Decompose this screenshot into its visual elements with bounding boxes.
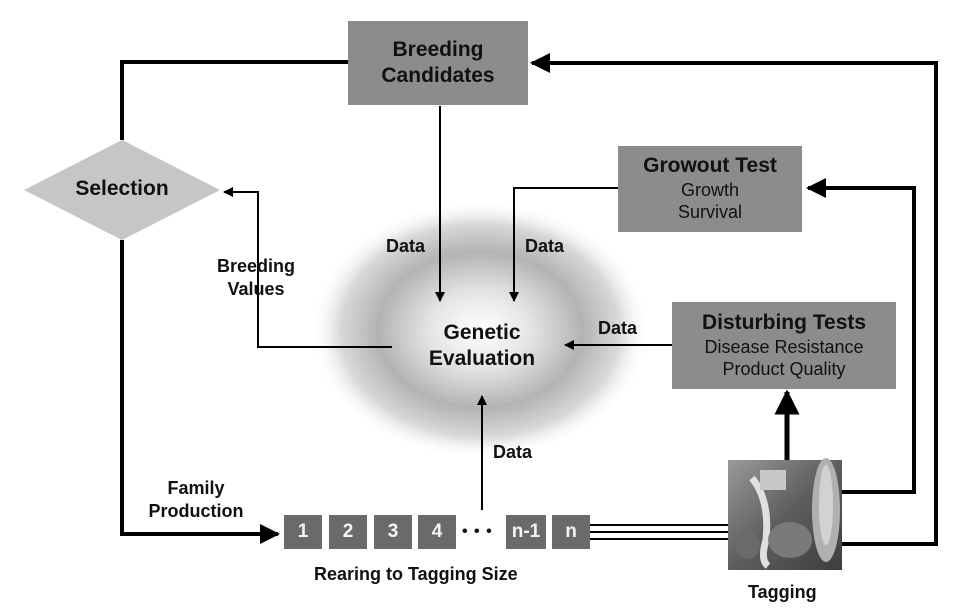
data-label-rearing: Data	[493, 442, 533, 462]
selection-label: Selection	[75, 177, 169, 200]
tagging-photo	[728, 458, 842, 570]
growout-test-growth: Growth	[680, 180, 740, 200]
growout-test-box: Growout Test Growth Survival	[618, 146, 802, 232]
arrow-evaluation-to-selection	[223, 187, 392, 348]
disturbing-tests-quality: Product Quality	[722, 359, 846, 379]
rearing-step-n-minus-1: n-1	[506, 515, 546, 549]
rearing-step-n: n	[552, 515, 590, 549]
breeding-candidates-line1: Breeding	[392, 38, 484, 61]
genetic-evaluation-line2: Evaluation	[428, 347, 536, 370]
breeding-values-line2: Values	[227, 279, 285, 299]
genetic-evaluation-glow	[310, 200, 650, 460]
breeding-values-line1: Breeding	[216, 256, 295, 276]
rearing-step-4: 4	[418, 515, 456, 549]
data-label-disturbing: Data	[598, 318, 638, 338]
disturbing-tests-box: Disturbing Tests Disease Resistance Prod…	[672, 302, 896, 389]
data-label-candidates: Data	[386, 236, 426, 256]
arrow-growout-to-evaluation	[509, 187, 618, 302]
breeding-values-label: Breeding Values	[196, 255, 316, 301]
selection-diamond	[24, 140, 220, 240]
rearing-ellipsis: • • •	[462, 523, 493, 540]
data-label-growout: Data	[525, 236, 565, 256]
rearing-step-2: 2	[329, 515, 367, 549]
growout-test-survival: Survival	[677, 202, 743, 222]
arrow-tagging-to-candidates	[530, 53, 938, 546]
disturbing-tests-disease: Disease Resistance	[704, 337, 864, 357]
rearing-caption: Rearing to Tagging Size	[314, 564, 518, 584]
family-production-line1: Family	[167, 478, 225, 498]
connector-candidates-to-selection	[120, 60, 348, 140]
growout-test-title: Growout Test	[643, 154, 777, 177]
connector-selection-to-rearing	[120, 240, 280, 544]
disturbing-tests-title: Disturbing Tests	[701, 311, 867, 334]
family-production-line2: Production	[148, 501, 244, 521]
tagging-label: Tagging	[748, 582, 817, 602]
rearing-step-1: 1	[284, 515, 322, 549]
rearing-step-3: 3	[374, 515, 412, 549]
family-production-label: Family Production	[128, 477, 264, 523]
breeding-candidates-box: Breeding Candidates	[348, 21, 528, 105]
genetic-evaluation-label: Genetic Evaluation	[400, 320, 564, 372]
arrow-tagging-to-growout	[806, 178, 916, 494]
genetic-evaluation-line1: Genetic	[443, 321, 521, 344]
breeding-candidates-line2: Candidates	[381, 64, 495, 87]
